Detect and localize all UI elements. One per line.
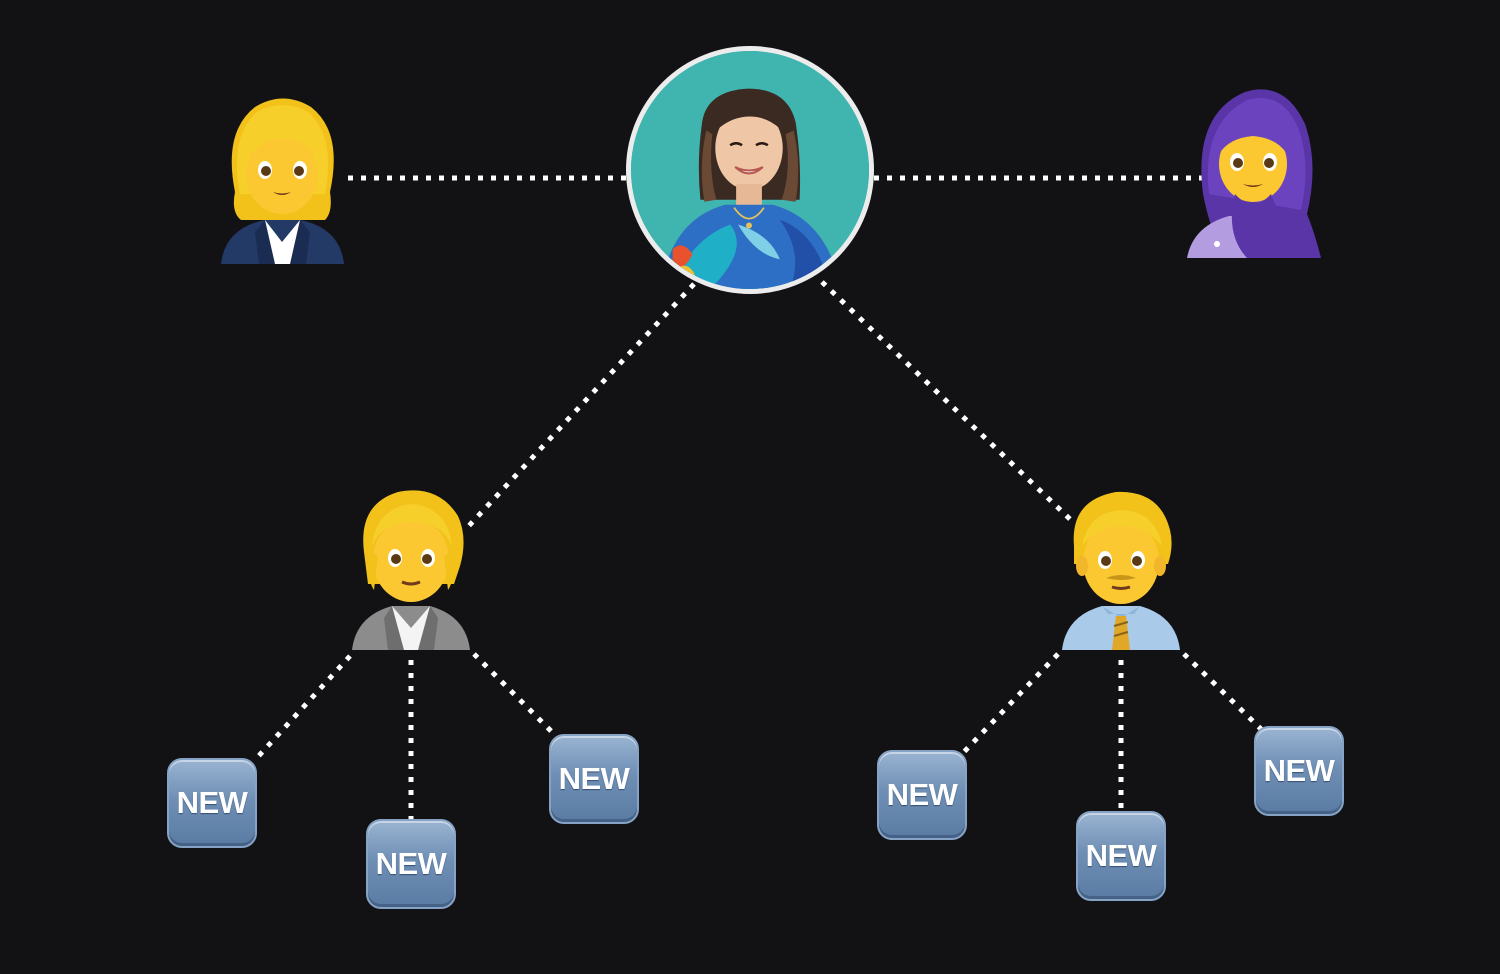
new-badge-label: NEW [176, 785, 248, 820]
center-portrait-photo [626, 46, 874, 294]
new-badge: NEW [1254, 726, 1344, 816]
new-badge: NEW [1076, 811, 1166, 901]
new-badge: NEW [549, 734, 639, 824]
link-center-to-right-child [820, 280, 1075, 524]
new-badge-label: NEW [375, 846, 447, 881]
person-office-worker-node [350, 486, 472, 650]
man-office-worker-node [1060, 486, 1182, 650]
new-badge-label: NEW [1085, 838, 1157, 873]
link-right-child-to-badge-6 [1182, 652, 1264, 732]
new-badge-label: NEW [558, 761, 630, 796]
woman-portrait-photo [631, 51, 869, 289]
link-left-child-to-badge-3 [472, 652, 560, 740]
link-right-child-to-badge-4 [960, 652, 1060, 756]
woman-with-headscarf-emoji [1187, 89, 1321, 258]
new-badge: NEW [366, 819, 456, 909]
new-badge-label: NEW [886, 777, 958, 812]
new-badge-label: NEW [1263, 753, 1335, 788]
link-center-to-left-child [463, 282, 696, 532]
woman-with-headscarf-node [1185, 84, 1323, 258]
woman-office-worker-node [215, 92, 350, 264]
new-badge: NEW [877, 750, 967, 840]
person-office-worker-emoji [352, 490, 470, 650]
new-badge: NEW [167, 758, 257, 848]
link-left-child-to-badge-1 [253, 654, 352, 762]
man-office-worker-emoji [1062, 491, 1180, 650]
woman-office-worker-emoji [221, 98, 344, 264]
